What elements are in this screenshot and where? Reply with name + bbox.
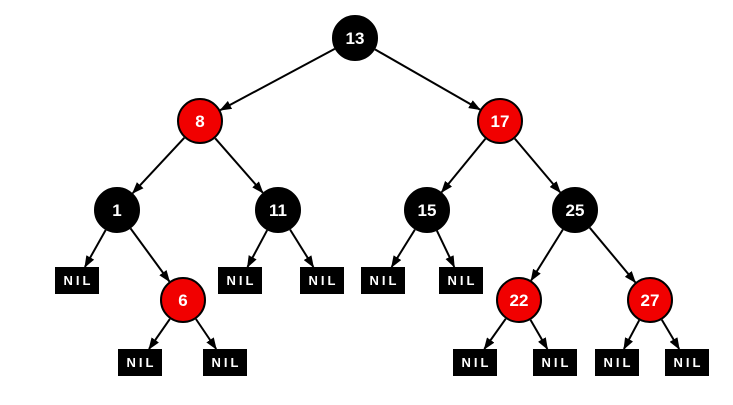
nil-label: NIL xyxy=(211,355,242,370)
nil-leaf-27-right: NIL xyxy=(665,349,709,376)
edge-6-nil-l xyxy=(148,318,171,350)
node-label: 22 xyxy=(509,290,529,310)
tree-node-27: 27 xyxy=(627,277,673,323)
node-label: 11 xyxy=(269,200,287,220)
nil-leaf-6-right: NIL xyxy=(203,349,247,376)
edge-13-8 xyxy=(219,48,336,111)
nil-label: NIL xyxy=(308,273,339,288)
edge-25-27 xyxy=(588,227,637,284)
edge-13-17 xyxy=(374,48,481,111)
tree-node-13: 13 xyxy=(332,15,378,61)
edge-8-11 xyxy=(214,137,264,194)
edge-17-15 xyxy=(440,138,487,193)
nil-leaf-15-left: NIL xyxy=(361,267,405,294)
nil-label: NIL xyxy=(603,355,634,370)
node-label: 25 xyxy=(565,200,585,220)
nil-label: NIL xyxy=(447,273,478,288)
nil-leaf-1-left: NIL xyxy=(55,267,99,294)
nil-label: NIL xyxy=(63,273,94,288)
nil-leaf-11-right: NIL xyxy=(300,267,344,294)
edge-1-6 xyxy=(129,227,171,283)
nil-leaf-22-left: NIL xyxy=(453,349,497,376)
nil-label: NIL xyxy=(541,355,572,370)
edge-1-nil xyxy=(84,229,107,268)
edge-22-nil-r xyxy=(529,319,549,350)
nil-label: NIL xyxy=(673,355,704,370)
node-label: 8 xyxy=(195,111,205,131)
edge-15-nil-l xyxy=(390,229,416,268)
edge-11-nil-l xyxy=(246,229,268,268)
edge-22-nil-l xyxy=(483,318,507,350)
node-label: 13 xyxy=(345,28,365,48)
nil-label: NIL xyxy=(126,355,157,370)
nil-leaf-6-left: NIL xyxy=(118,349,162,376)
edge-15-nil-r xyxy=(435,230,456,268)
tree-node-11: 11 xyxy=(255,187,301,233)
nil-leaf-11-left: NIL xyxy=(218,267,262,294)
edge-8-1 xyxy=(131,137,186,194)
tree-node-8: 8 xyxy=(177,98,223,144)
node-label: 27 xyxy=(640,290,660,310)
edge-17-25 xyxy=(514,137,561,194)
nil-label: NIL xyxy=(226,273,257,288)
node-label: 15 xyxy=(417,200,437,220)
edge-27-nil-l xyxy=(623,319,641,350)
edge-27-nil-r xyxy=(660,319,681,350)
nil-leaf-22-right: NIL xyxy=(533,349,577,376)
edge-11-nil-r xyxy=(289,229,315,268)
node-label: 1 xyxy=(112,200,122,220)
edge-25-22 xyxy=(530,228,564,282)
node-label: 6 xyxy=(178,290,188,310)
node-label: 17 xyxy=(490,111,510,131)
nil-label: NIL xyxy=(461,355,492,370)
nil-leaf-15-right: NIL xyxy=(439,267,483,294)
tree-node-6: 6 xyxy=(160,277,206,323)
tree-node-22: 22 xyxy=(496,277,542,323)
edge-6-nil-r xyxy=(195,318,218,350)
tree-node-25: 25 xyxy=(552,187,598,233)
nil-leaf-27-left: NIL xyxy=(595,349,639,376)
tree-node-1: 1 xyxy=(94,187,140,233)
tree-node-17: 17 xyxy=(477,98,523,144)
tree-node-15: 15 xyxy=(404,187,450,233)
nil-label: NIL xyxy=(369,273,400,288)
